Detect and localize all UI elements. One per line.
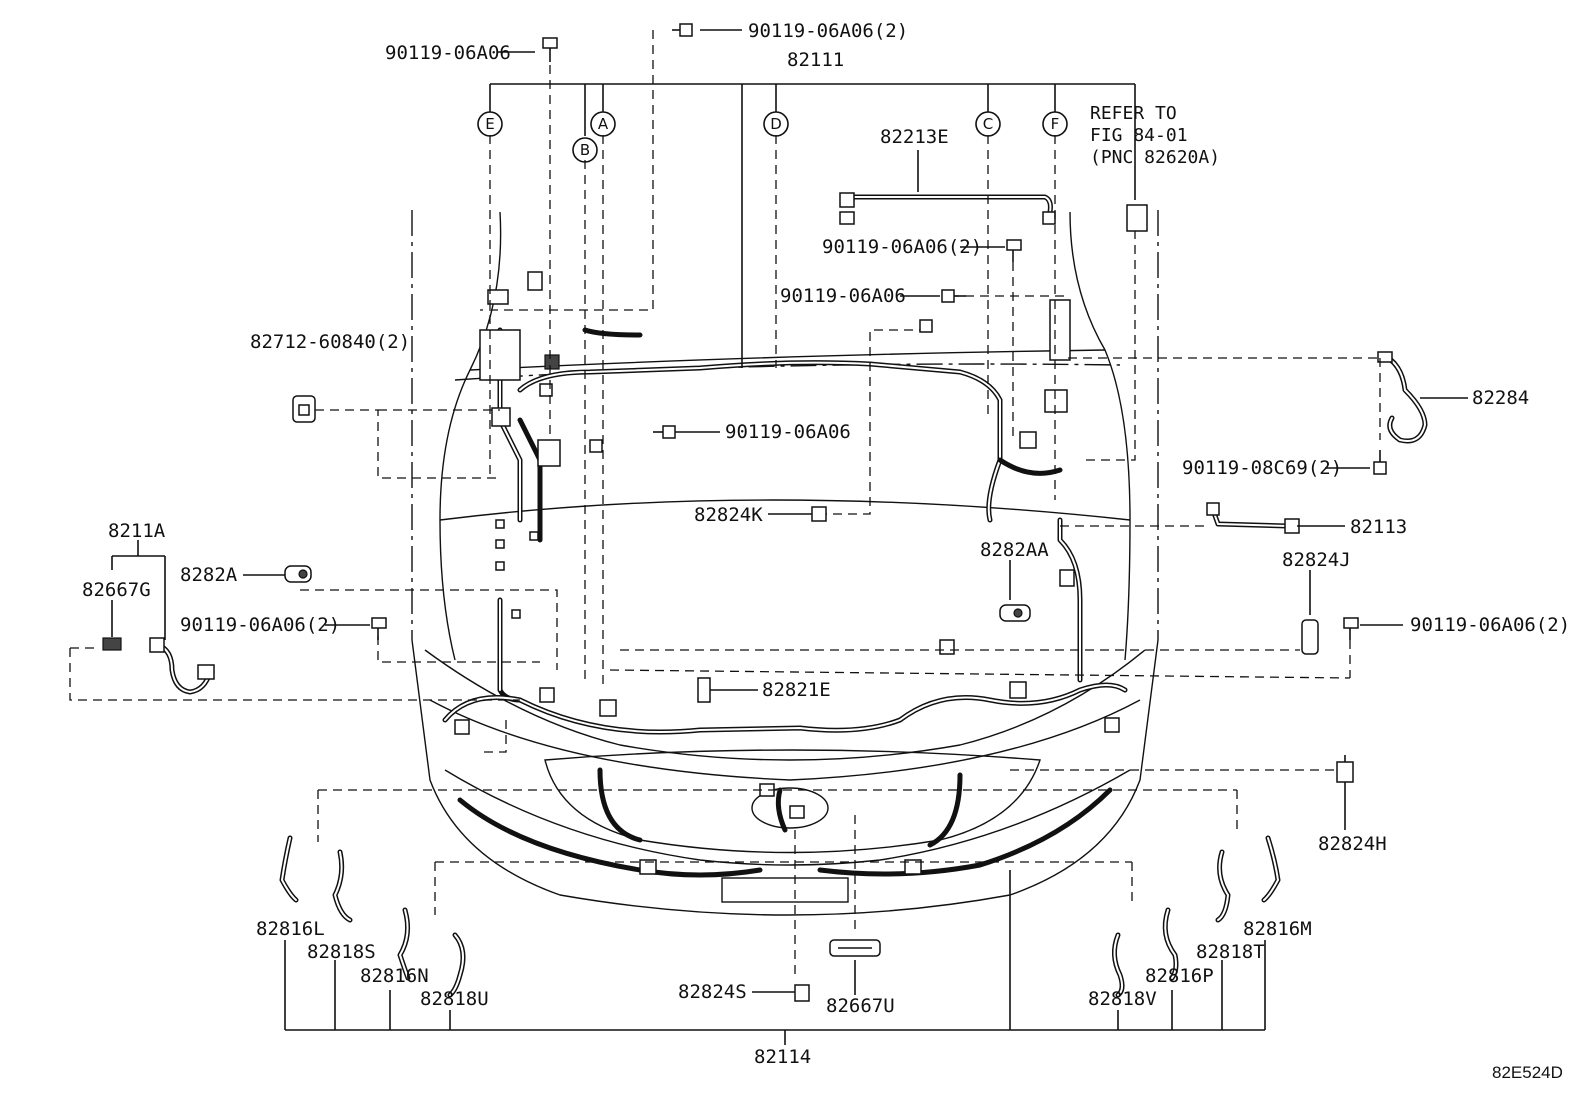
label-clip-82824s[interactable]: 82824S: [678, 981, 747, 1003]
harness-8211a[interactable]: [102, 637, 215, 695]
circle-e-label: E: [485, 115, 494, 133]
label-bolt-center[interactable]: 90119-06A06: [725, 421, 851, 443]
bolt-right-2-part[interactable]: [1343, 617, 1359, 640]
bolt-mid-right-2-part[interactable]: [1006, 239, 1022, 262]
callout-circle-e: E: [477, 111, 503, 137]
wire-82818s-part[interactable]: [332, 849, 353, 923]
label-main-harness[interactable]: 82111: [787, 49, 844, 71]
bolt-mid-right-part[interactable]: [941, 289, 966, 303]
sub-82667u-part[interactable]: [829, 939, 881, 957]
harness-82213e[interactable]: [839, 192, 1056, 225]
label-refer-line3: (PNC 82620A): [1090, 147, 1220, 168]
label-refer-line2: FIG 84-01: [1090, 125, 1188, 146]
refer-connector-part: [1126, 204, 1148, 232]
wire-82818t-part[interactable]: [1215, 849, 1231, 923]
circle-f-label: F: [1051, 115, 1060, 133]
label-bolt-top-left[interactable]: 90119-06A06: [385, 42, 511, 64]
harness-82113[interactable]: [1206, 502, 1300, 534]
label-sub-82667g[interactable]: 82667G: [82, 579, 151, 601]
callout-circle-d: D: [763, 111, 789, 137]
callout-circle-f: F: [1042, 111, 1068, 137]
clip-82824k-part[interactable]: [811, 506, 827, 522]
label-bolt-top-right[interactable]: 90119-06A06(2): [748, 20, 908, 42]
circle-c-label: C: [983, 115, 993, 133]
label-wire-82818t[interactable]: 82818T: [1196, 941, 1265, 963]
bolt-left-2-part[interactable]: [371, 617, 387, 640]
harness-82114[interactable]: [442, 639, 1128, 878]
label-harness-82213e[interactable]: 82213E: [880, 126, 949, 148]
label-clip-82824j[interactable]: 82824J: [1282, 549, 1351, 571]
bolt-08c69-part[interactable]: [1373, 450, 1387, 475]
callout-circle-c: C: [975, 111, 1001, 137]
label-clip-82824k[interactable]: 82824K: [694, 504, 763, 526]
leader-lines: [111, 29, 1468, 1045]
clamp-82712-part[interactable]: [292, 395, 316, 423]
label-bolt-mid-right-2[interactable]: 90119-06A06(2): [822, 236, 982, 258]
clip-82824h-part[interactable]: [1336, 755, 1354, 783]
label-harness-82284[interactable]: 82284: [1472, 387, 1529, 409]
label-harness-82113[interactable]: 82113: [1350, 516, 1407, 538]
label-clip-82821e[interactable]: 82821E: [762, 679, 831, 701]
harness-82284[interactable]: [1377, 351, 1428, 444]
label-wire-82816m[interactable]: 82816M: [1243, 918, 1312, 940]
wire-82816l-part[interactable]: [279, 835, 299, 903]
figure-id: 82E524D: [1492, 1063, 1563, 1082]
clip-82821e-part[interactable]: [697, 677, 711, 703]
harness-82111[interactable]: [479, 271, 1083, 703]
label-harness-8211a[interactable]: 8211A: [108, 520, 166, 542]
label-bolt-left-2[interactable]: 90119-06A06(2): [180, 614, 340, 636]
wire-82818v-part[interactable]: [1112, 932, 1125, 998]
clip-82824j-part[interactable]: [1301, 619, 1319, 655]
label-wire-82816p[interactable]: 82816P: [1145, 965, 1214, 987]
wire-82816n-part[interactable]: [397, 907, 411, 981]
label-wire-82818u[interactable]: 82818U: [420, 988, 489, 1010]
circle-d-label: D: [770, 115, 782, 133]
label-refer-line1: REFER TO: [1090, 103, 1177, 124]
label-clamp-82712[interactable]: 82712-60840(2): [250, 331, 410, 353]
label-bolt-mid-right[interactable]: 90119-06A06: [780, 285, 906, 307]
label-wire-82818v[interactable]: 82818V: [1088, 988, 1157, 1010]
clamp-8282a-part[interactable]: [284, 565, 312, 583]
label-wire-82816l[interactable]: 82816L: [256, 918, 325, 940]
label-bumper-harness[interactable]: 82114: [754, 1046, 811, 1068]
label-wire-82816n[interactable]: 82816N: [360, 965, 429, 987]
label-clamp-8282aa[interactable]: 8282AA: [980, 539, 1049, 561]
label-sub-82667u[interactable]: 82667U: [826, 995, 895, 1017]
vehicle-body-outline: [411, 210, 1159, 916]
bolt-center-part[interactable]: [653, 425, 676, 439]
label-wire-82818s[interactable]: 82818S: [307, 941, 376, 963]
label-clamp-8282a[interactable]: 8282A: [180, 564, 238, 586]
label-bolt-08c69[interactable]: 90119-08C69(2): [1182, 457, 1342, 479]
callout-circle-a: A: [590, 111, 616, 137]
circle-a-label: A: [598, 115, 609, 133]
wire-82818u-part[interactable]: [447, 932, 466, 998]
label-bolt-right-2[interactable]: 90119-06A06(2): [1410, 614, 1570, 636]
label-clip-82824h[interactable]: 82824H: [1318, 833, 1387, 855]
wire-82816p-part[interactable]: [1162, 907, 1179, 981]
clip-82824s-part[interactable]: [794, 984, 810, 1002]
bolt-top-right-part[interactable]: [672, 23, 693, 37]
callout-circle-b: B: [572, 137, 598, 163]
reference-dashes: [69, 30, 1381, 975]
bolt-top-left-part[interactable]: [542, 37, 558, 62]
wire-82816m-part[interactable]: [1261, 835, 1281, 903]
circle-b-label: B: [580, 141, 590, 159]
clamp-8282aa-part[interactable]: [999, 604, 1031, 622]
